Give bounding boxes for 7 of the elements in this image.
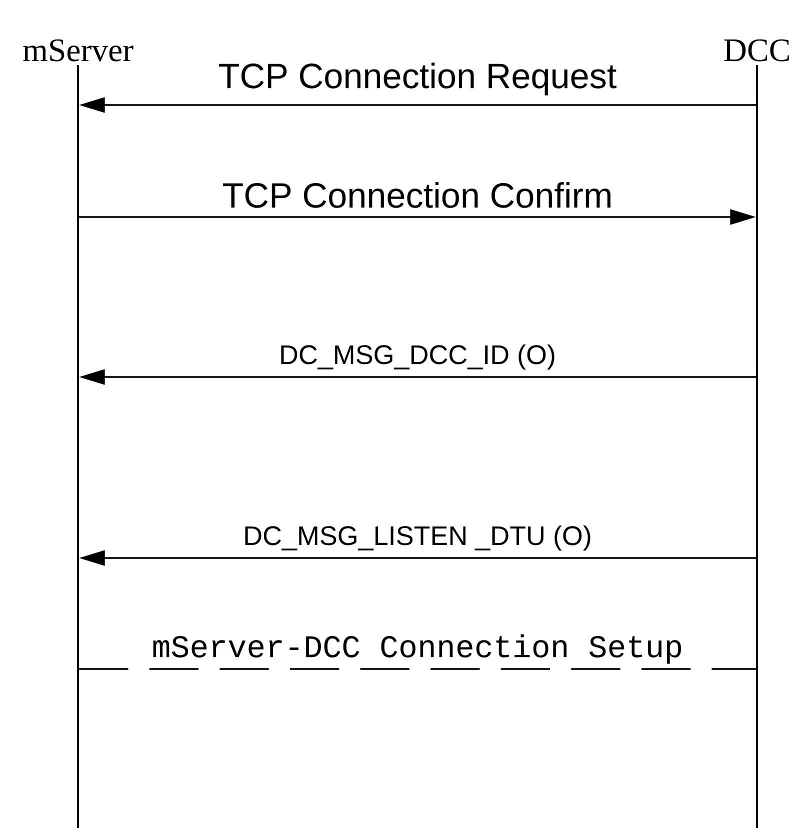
edge-label: DC_MSG_DCC_ID (O) bbox=[281, 344, 554, 370]
edge-label: mServer-DCC Connection Setup bbox=[153, 634, 682, 664]
lifeline: mServer bbox=[23, 39, 134, 828]
edge-label: DC_MSG_LISTEN _DTU (O) bbox=[245, 525, 590, 551]
lifeline: DCC bbox=[724, 39, 789, 828]
edge-label: TCP Connection Request bbox=[219, 62, 616, 96]
edge-label: TCP Connection Confirm bbox=[222, 182, 610, 208]
